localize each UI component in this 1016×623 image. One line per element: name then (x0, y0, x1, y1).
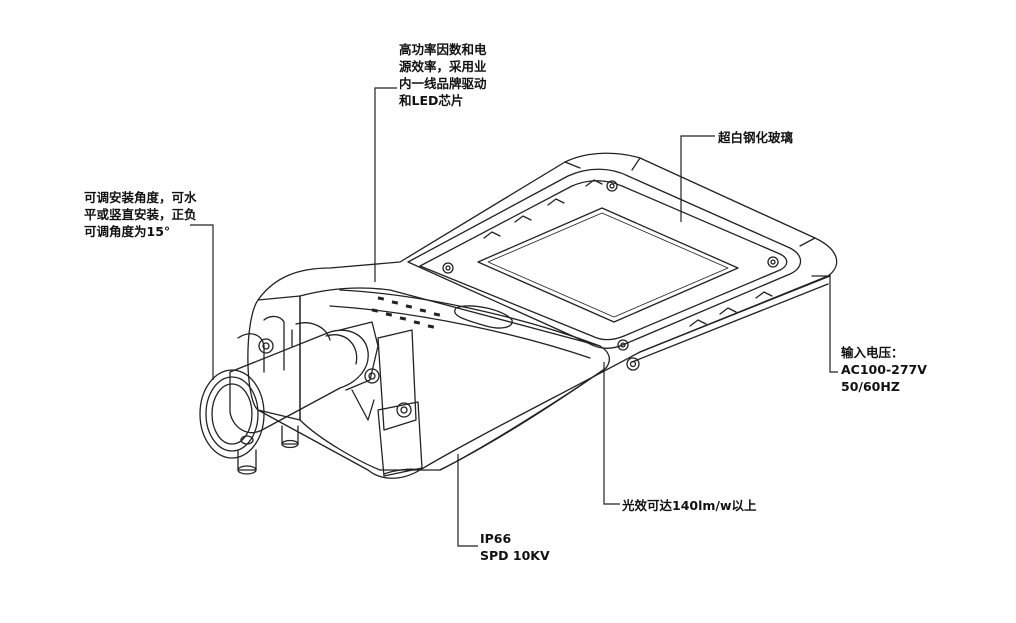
annotation-driver: 高功率因数和电 源效率，采用业 内一线品牌驱动 和LED芯片 (399, 41, 487, 109)
annotation-line: IP66 (480, 531, 512, 546)
annotation-efficacy: 光效可达140lm/w以上 (622, 497, 757, 514)
leader-glass (680, 135, 715, 222)
annotation-line: 可调角度为15° (84, 224, 171, 239)
leader-voltage (829, 274, 838, 373)
annotation-line: AC100-277V (841, 362, 927, 377)
annotation-line: 高功率因数和电 (399, 42, 487, 57)
annotation-line: 光效可达140lm/w以上 (622, 498, 757, 513)
glass-window (477, 207, 739, 323)
annotation-line: 可调安装角度，可水 (84, 190, 197, 205)
driver-housing (299, 287, 611, 471)
annotation-line: 内一线品牌驱动 (399, 76, 487, 91)
annotation-ip-rating: IP66 SPD 10KV (480, 530, 550, 564)
leader-efficacy (603, 362, 620, 505)
glass-frame (407, 168, 802, 350)
annotation-line: SPD 10KV (480, 548, 550, 563)
annotation-mounting-angle: 可调安装角度，可水 平或竖直安装，正负 可调角度为15° (84, 189, 197, 240)
leader-driver (374, 87, 397, 282)
leader-ip (457, 454, 478, 547)
annotation-glass: 超白钢化玻璃 (718, 129, 793, 146)
annotation-line: 和LED芯片 (399, 93, 464, 108)
annotation-line: 超白钢化玻璃 (718, 130, 794, 145)
annotation-line: 50/60HZ (841, 379, 900, 394)
housing-outline (247, 152, 838, 479)
annotation-line: 输入电压： (841, 345, 904, 360)
pole-adapter (229, 329, 369, 434)
annotation-input-voltage: 输入电压： AC100-277V 50/60HZ (841, 344, 927, 395)
annotation-line: 平或竖直安装，正负 (84, 207, 197, 222)
pole-socket (199, 369, 265, 459)
leader-angle (190, 224, 214, 380)
annotation-line: 源效率，采用业 (399, 59, 487, 74)
